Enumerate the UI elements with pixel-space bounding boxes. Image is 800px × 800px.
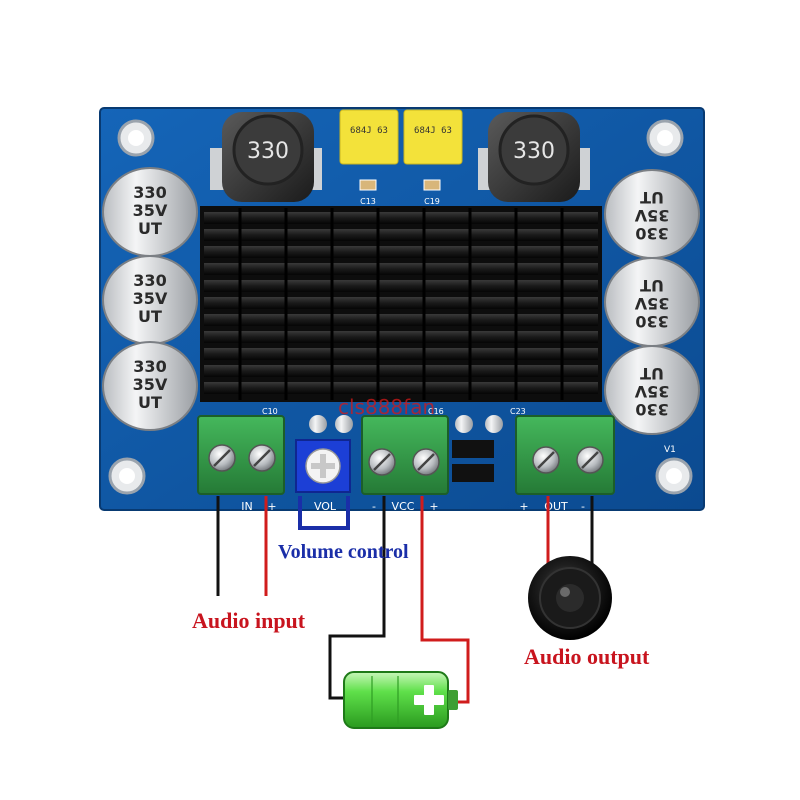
volume-bracket [298,496,350,530]
smd-chips [452,440,494,482]
terminal-in[interactable] [197,415,285,495]
speaker-icon [528,556,612,640]
capacitor-left-2: 330 35V UT [102,255,198,345]
svg-text:35V: 35V [634,382,669,401]
film-cap-left-marking: 684J 63 [350,126,388,136]
ref-c16: C16 [428,407,444,416]
in-plus: + [267,500,276,513]
svg-text:35V: 35V [634,294,669,313]
capacitor-right-2: 330 35V UT [604,257,700,347]
svg-text:330: 330 [635,400,668,419]
capacitor-left-1: 330 35V UT [102,167,198,257]
heatsink-fin [204,348,598,360]
film-cap-left: 684J 63 [339,109,399,165]
capacitor-right-3: 330 35V UT [604,345,700,435]
heatsink-fin [204,246,598,258]
heatsink-fin [204,263,598,275]
film-cap-right: 684J 63 [403,109,463,165]
heatsink-fin [204,280,598,292]
terminal-vcc[interactable] [361,415,449,495]
svg-text:UT: UT [640,276,664,295]
heatsink-fin [204,382,598,394]
capacitor-left-3: 330 35V UT [102,341,198,431]
volume-control-label: Volume control [278,541,409,563]
inductor-left-marking: 330 [247,139,289,164]
mounting-holes [108,119,693,495]
ref-v1: V1 [664,445,676,455]
svg-text:330: 330 [133,183,166,202]
heatsink-fin [204,331,598,343]
heatsink [200,206,602,402]
svg-text:35V: 35V [133,375,168,394]
audio-output-label: Audio output [524,644,650,669]
smd-parts-top: C13 C19 [359,179,441,206]
potentiometer-vol[interactable] [295,439,351,493]
svg-text:UT: UT [640,364,664,383]
ref-c13: C13 [360,197,376,206]
svg-text:330: 330 [133,357,166,376]
out-minus: - [581,500,585,513]
in-label: IN [241,500,252,513]
svg-text:35V: 35V [634,206,669,225]
inductor-left: 330 [210,112,322,202]
vol-label: VOL [314,500,337,513]
film-cap-right-marking: 684J 63 [414,126,452,136]
terminal-labels: - IN + VOL - VCC + + OUT - [216,500,585,513]
heatsink-fin [204,297,598,309]
terminal-out[interactable] [515,415,615,495]
vcc-minus: - [372,500,376,513]
inductor-right-marking: 330 [513,139,555,164]
svg-text:35V: 35V [133,201,168,220]
battery-icon [343,671,458,729]
out-label: OUT [544,500,568,513]
svg-text:330: 330 [635,224,668,243]
heatsink-fin [204,314,598,326]
vcc-label: VCC [392,500,415,513]
svg-text:330: 330 [635,312,668,331]
vcc-plus: + [429,500,438,513]
svg-text:330: 330 [133,271,166,290]
inductor-right: 330 [478,112,590,202]
heatsink-fin [204,229,598,241]
capacitor-right-1: 330 35V UT [604,169,700,259]
ref-c19: C19 [424,197,440,206]
out-plus: + [519,500,528,513]
svg-text:35V: 35V [133,289,168,308]
heatsink-fin [204,365,598,377]
ref-c10: C10 [262,407,278,416]
small-capacitors [309,415,503,433]
capacitors-left: 330 35V UT 330 35V UT 330 35V UT [102,167,198,431]
wires [216,496,594,704]
svg-text:UT: UT [138,219,162,238]
ref-c23: C23 [510,407,526,416]
audio-input-label: Audio input [192,608,306,633]
svg-text:UT: UT [640,188,664,207]
heatsink-fin [204,212,598,224]
capacitors-right: 330 35V UT 330 35V UT 330 35V UT [604,169,700,435]
svg-text:UT: UT [138,393,162,412]
svg-text:UT: UT [138,307,162,326]
